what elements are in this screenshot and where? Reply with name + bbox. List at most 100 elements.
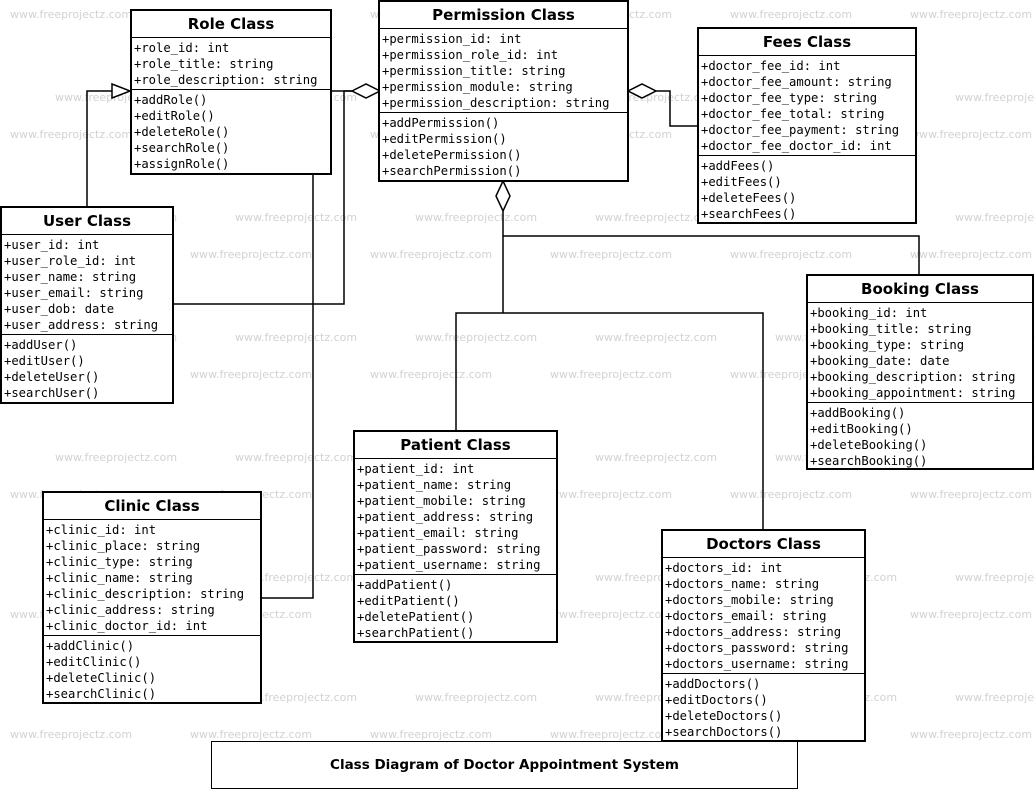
fees-method: +searchFees(): [701, 207, 797, 221]
booking-permission-connector: [503, 235, 920, 275]
role-attribute: +role_title: string: [134, 57, 274, 71]
booking-attribute: +booking_appointment: string: [810, 386, 1016, 400]
clinic-method: +addClinic(): [46, 639, 135, 653]
patient-attribute: +patient_email: string: [357, 526, 519, 540]
doctors-method: +addDoctors(): [665, 677, 761, 691]
role-method: +addRole(): [134, 93, 208, 107]
permission-attribute: +permission_description: string: [382, 96, 610, 110]
user-class-attributes: +user_id: int+user_role_id: int+user_nam…: [2, 235, 172, 335]
fees-attribute: +doctor_fee_payment: string: [701, 123, 900, 137]
clinic-class[interactable]: Clinic Class+clinic_id: int+clinic_place…: [42, 491, 262, 704]
fees-method: +addFees(): [701, 159, 775, 173]
clinic-method: +editClinic(): [46, 655, 142, 669]
role-class-title: Role Class: [132, 11, 330, 38]
patient-attribute: +patient_address: string: [357, 510, 534, 524]
clinic-method: +deleteClinic(): [46, 671, 157, 685]
user-attribute: +user_id: int: [4, 238, 100, 252]
user-method: +searchUser(): [4, 386, 100, 400]
role-class-methods: +addRole() +editRole() +deleteRole() +searc…: [132, 90, 330, 173]
clinic-attribute: +clinic_type: string: [46, 555, 193, 569]
permission-method: +searchPermission(): [382, 164, 522, 178]
fees-class[interactable]: Fees Class+doctor_fee_id: int+doctor_fee…: [697, 27, 917, 224]
fees-attribute: +doctor_fee_total: string: [701, 107, 885, 121]
role-attribute: +role_description: string: [134, 73, 318, 87]
permission-aggregation-diamond-right: [626, 83, 658, 99]
role-method: +assignRole(): [134, 157, 230, 171]
doctors-attribute: +doctors_address: string: [665, 625, 842, 639]
clinic-attribute: +clinic_doctor_id: int: [46, 619, 208, 633]
booking-attribute: +booking_id: int: [810, 306, 928, 320]
user-class-title: User Class: [2, 208, 172, 235]
user-attribute: +user_name: string: [4, 270, 137, 284]
booking-attribute: +booking_description: string: [810, 370, 1016, 384]
user-class[interactable]: User Class+user_id: int+user_role_id: in…: [0, 206, 174, 404]
booking-method: +editBooking(): [810, 422, 913, 436]
clinic-class-attributes: +clinic_id: int+clinic_place: string+cli…: [44, 520, 260, 636]
booking-attribute: +booking_title: string: [810, 322, 972, 336]
fees-attribute: +doctor_fee_id: int: [701, 59, 841, 73]
permission-attribute: +permission_module: string: [382, 80, 573, 94]
permission-attribute: +permission_role_id: int: [382, 48, 559, 62]
role-method: +deleteRole(): [134, 125, 230, 139]
clinic-permission-connector: [261, 90, 352, 599]
permission-class-attributes: +permission_id: int +permission_role_id: …: [380, 29, 627, 113]
patient-class-attributes: +patient_id: int +patient_name: string +pa…: [355, 459, 556, 575]
patient-attribute: +patient_name: string: [357, 478, 512, 492]
permission-method: +addPermission(): [382, 116, 500, 130]
patient-class-methods: +addPatient()+editPatient()+deletePatien…: [355, 575, 556, 642]
role-generalization-arrow: [111, 82, 133, 100]
clinic-attribute: +clinic_description: string: [46, 587, 245, 601]
booking-method: +searchBooking(): [810, 454, 928, 468]
patient-attribute: +patient_id: int: [357, 462, 475, 476]
doctors-attribute: +doctors_name: string: [665, 577, 820, 591]
user-attribute: +user_email: string: [4, 286, 144, 300]
doctors-class[interactable]: Doctors Class+doctors_id: int+doctors_na…: [661, 529, 866, 742]
clinic-method: +searchClinic(): [46, 687, 157, 701]
fees-attribute: +doctor_fee_type: string: [701, 91, 878, 105]
permission-class[interactable]: Permission Class+permission_id: int+perm…: [378, 0, 629, 182]
permission-aggregation-diamond-bottom: [495, 179, 511, 213]
user-method: +deleteUser(): [4, 370, 100, 384]
user-method: +addUser(): [4, 338, 78, 352]
fees-class-attributes: +doctor_fee_id: int +doctor_fee_amount: s…: [699, 56, 915, 156]
booking-method: +deleteBooking(): [810, 438, 928, 452]
permission-aggregation-diamond-left: [350, 83, 382, 99]
fees-method: +deleteFees(): [701, 191, 797, 205]
booking-class-title: Booking Class: [808, 276, 1032, 303]
role-attribute: +role_id: int: [134, 41, 230, 55]
clinic-class-title: Clinic Class: [44, 493, 260, 520]
fees-attribute: +doctor_fee_doctor_id: int: [701, 139, 892, 153]
permission-attribute: +permission_title: string: [382, 64, 566, 78]
role-method: +searchRole(): [134, 141, 230, 155]
doctors-attribute: +doctors_password: string: [665, 641, 849, 655]
user-attribute: +user_address: string: [4, 318, 159, 332]
role-class[interactable]: Role Class +role_id: int +role_title: stri…: [130, 9, 332, 175]
patient-class[interactable]: Patient Class+patient_id: int+patient_na…: [353, 430, 558, 643]
patient-attribute: +patient_mobile: string: [357, 494, 526, 508]
doctors-attribute: +doctors_email: string: [665, 609, 827, 623]
clinic-class-methods: +addClinic() +editClinic() +deleteClinic()…: [44, 636, 260, 703]
role-class-attributes: +role_id: int +role_title: string +role_de…: [132, 38, 330, 90]
doctors-method: +editDoctors(): [665, 693, 768, 707]
patient-attribute: +patient_username: string: [357, 558, 541, 572]
patient-attribute: +patient_password: string: [357, 542, 541, 556]
fees-class-title: Fees Class: [699, 29, 915, 56]
doctors-attribute: +doctors_username: string: [665, 657, 849, 671]
doctors-class-attributes: +doctors_id: int+doctors_name: string+do…: [663, 558, 864, 674]
patient-method: +addPatient(): [357, 578, 453, 592]
booking-class[interactable]: Booking Class +booking_id: int +booking_ti…: [806, 274, 1034, 470]
role-method: +editRole(): [134, 109, 215, 123]
user-attribute: +user_dob: date: [4, 302, 115, 316]
diagram-caption: Class Diagram of Doctor Appointment Syst…: [211, 741, 798, 789]
booking-class-methods: +addBooking()+editBooking()+deleteBookin…: [808, 403, 1032, 470]
fees-attribute: +doctor_fee_amount: string: [701, 75, 892, 89]
permission-class-title: Permission Class: [380, 2, 627, 29]
user-method: +editUser(): [4, 354, 85, 368]
booking-class-attributes: +booking_id: int +booking_title: string +b…: [808, 303, 1032, 403]
fees-permission-connector: [656, 90, 698, 127]
doctors-class-methods: +addDoctors()+editDoctors()+deleteDoctor…: [663, 674, 864, 741]
doctors-class-title: Doctors Class: [663, 531, 864, 558]
permission-attribute: +permission_id: int: [382, 32, 522, 46]
fees-class-methods: +addFees()+editFees()+deleteFees()+searc…: [699, 156, 915, 223]
